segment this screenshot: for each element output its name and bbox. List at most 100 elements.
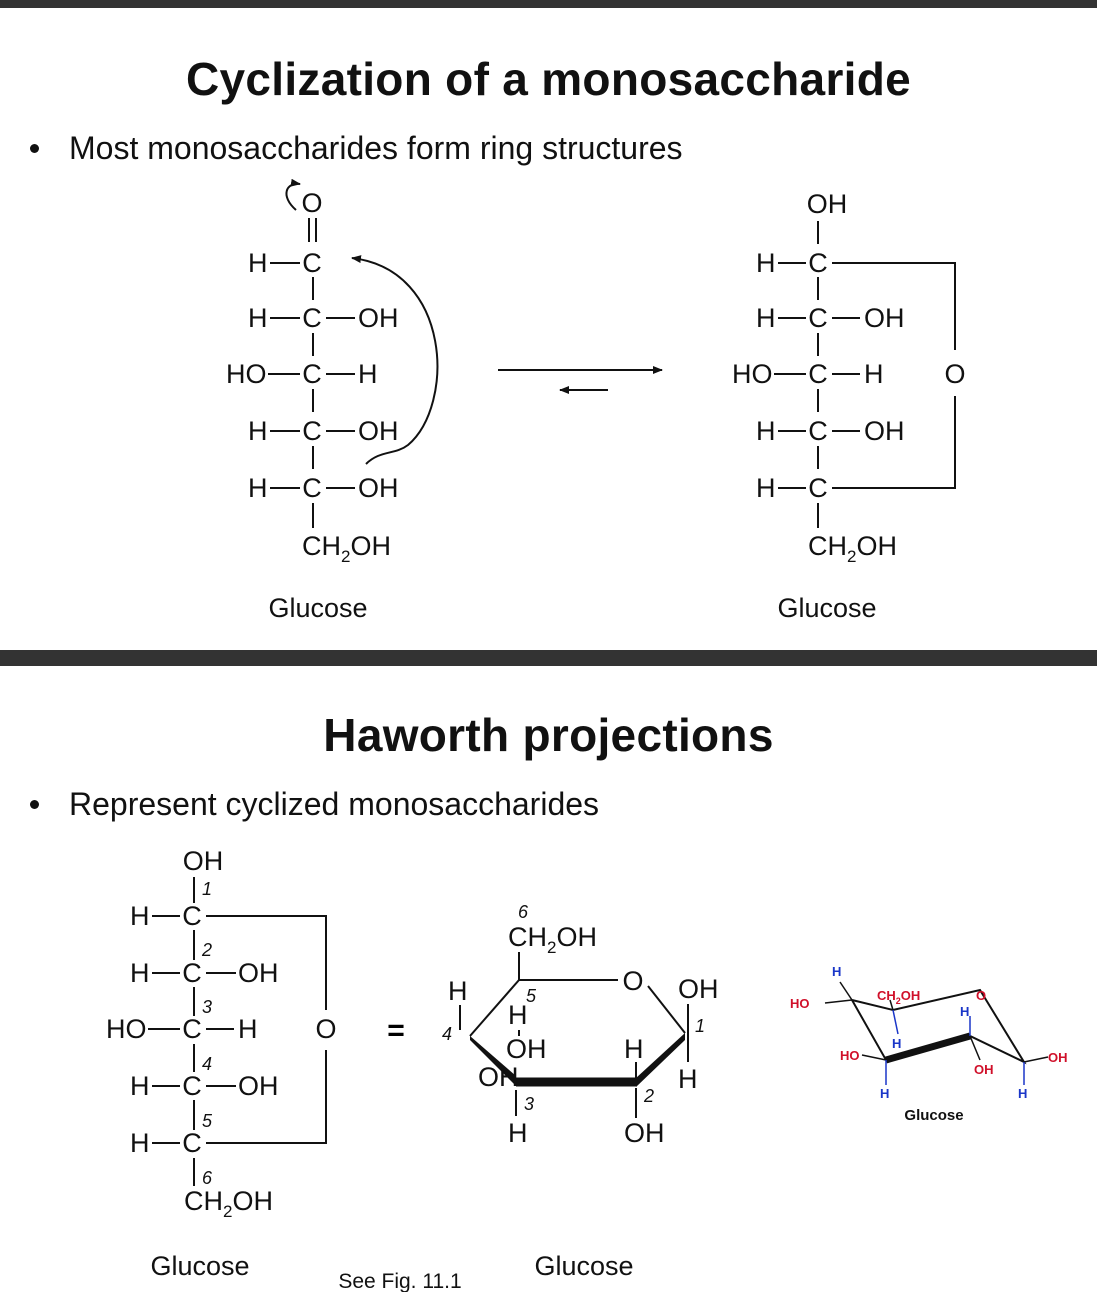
svg-text:H: H: [756, 303, 776, 333]
glucose-label-left: Glucose: [268, 593, 367, 623]
svg-text:C: C: [182, 1071, 202, 1101]
svg-text:OH: OH: [1048, 1050, 1068, 1065]
svg-text:H: H: [756, 248, 776, 278]
svg-text:OH: OH: [864, 303, 905, 333]
bullet-ring-structures: Most monosaccharides form ring structure…: [30, 130, 683, 167]
haworth-glucose: 6 CH2OH O H 5 4 H OH OH 3 H H 2 OH OH 1 …: [338, 902, 718, 1292]
svg-text:H: H: [508, 1000, 528, 1030]
svg-text:H: H: [130, 1071, 150, 1101]
svg-text:H: H: [892, 1036, 901, 1051]
svg-text:OH: OH: [506, 1034, 547, 1064]
svg-text:1: 1: [202, 879, 212, 899]
svg-text:C: C: [182, 1128, 202, 1158]
svg-text:H: H: [448, 976, 468, 1006]
svg-text:OH: OH: [238, 958, 279, 988]
svg-text:6: 6: [518, 902, 529, 922]
ring-oxygen: O: [315, 1014, 336, 1044]
svg-text:OH: OH: [478, 1062, 519, 1092]
section-divider: [0, 650, 1097, 666]
bullet-dot: [30, 800, 39, 809]
svg-text:H: H: [248, 248, 268, 278]
svg-text:C: C: [302, 359, 322, 389]
svg-text:H: H: [960, 1004, 969, 1019]
svg-text:HO: HO: [226, 359, 267, 389]
svg-text:1: 1: [695, 1016, 705, 1036]
svg-text:CH2OH: CH2OH: [184, 1186, 273, 1221]
svg-text:C: C: [182, 901, 202, 931]
svg-text:5: 5: [202, 1111, 213, 1131]
svg-text:H: H: [238, 1014, 258, 1044]
svg-text:H: H: [130, 958, 150, 988]
svg-text:C: C: [808, 248, 828, 278]
svg-text:C: C: [808, 416, 828, 446]
svg-text:OH: OH: [974, 1062, 994, 1077]
svg-text:5: 5: [526, 986, 537, 1006]
svg-text:C: C: [808, 303, 828, 333]
svg-text:H: H: [678, 1064, 698, 1094]
svg-text:CH2OH: CH2OH: [808, 531, 897, 566]
svg-text:H: H: [248, 416, 268, 446]
glucose-label-haworth: Glucose: [534, 1251, 633, 1281]
haworth-title: Haworth projections: [323, 709, 774, 761]
glucose-label-fischer: Glucose: [150, 1251, 249, 1281]
svg-text:3: 3: [524, 1094, 534, 1114]
bullet-cyclized: Represent cyclized monosaccharides: [30, 786, 599, 823]
attack-arrow: [351, 255, 439, 465]
svg-text:2: 2: [643, 1086, 654, 1106]
carbonyl-oxygen: O: [301, 188, 322, 218]
svg-text:2: 2: [201, 940, 212, 960]
svg-text:C: C: [302, 416, 322, 446]
cyclization-title: Cyclization of a monosaccharide: [185, 53, 912, 105]
svg-text:OH: OH: [183, 846, 224, 876]
svg-text:OH: OH: [864, 416, 905, 446]
svg-text:H: H: [832, 964, 841, 979]
svg-text:HO: HO: [790, 996, 810, 1011]
svg-text:OH: OH: [238, 1071, 279, 1101]
bullet-text: Most monosaccharides form ring structure…: [69, 130, 683, 166]
svg-text:OH: OH: [678, 974, 719, 1004]
svg-text:H: H: [248, 473, 268, 503]
svg-text:OH: OH: [358, 416, 399, 446]
cyclized-glucose-fischer: OH H C H C OH HO C H O H C OH H C CH2OH …: [732, 189, 966, 623]
bullet-dot: [30, 144, 39, 153]
svg-text:O: O: [976, 988, 986, 1003]
top-divider: [0, 0, 1097, 8]
svg-text:4: 4: [442, 1024, 452, 1044]
glucose-label-model: Glucose: [904, 1107, 963, 1124]
svg-text:H: H: [508, 1118, 528, 1148]
ring-oxygen: O: [944, 359, 965, 389]
svg-text:HO: HO: [840, 1048, 860, 1063]
svg-text:6: 6: [202, 1168, 213, 1188]
svg-text:H: H: [130, 901, 150, 931]
svg-text:H: H: [130, 1128, 150, 1158]
svg-text:H: H: [358, 359, 378, 389]
numbered-fischer-glucose: OH 1 H C 2 H C OH 3 HO C H O 4 H C OH 5 …: [106, 846, 337, 1281]
svg-text:4: 4: [202, 1054, 212, 1074]
svg-text:C: C: [182, 958, 202, 988]
svg-text:OH: OH: [807, 189, 848, 219]
svg-text:OH: OH: [624, 1118, 665, 1148]
svg-text:H: H: [624, 1034, 644, 1064]
svg-text:C: C: [808, 359, 828, 389]
svg-text:H: H: [1018, 1086, 1027, 1101]
svg-text:H: H: [756, 416, 776, 446]
svg-text:CH2OH: CH2OH: [877, 988, 920, 1006]
svg-text:H: H: [756, 473, 776, 503]
svg-text:OH: OH: [358, 473, 399, 503]
svg-text:H: H: [864, 359, 884, 389]
glucose-label-right: Glucose: [777, 593, 876, 623]
svg-text:C: C: [302, 248, 322, 278]
svg-text:CH2OH: CH2OH: [508, 922, 597, 957]
svg-text:H: H: [248, 303, 268, 333]
open-chain-glucose: O H C H C OH HO C H H C OH H C OH CH2OH: [226, 178, 439, 623]
svg-text:OH: OH: [358, 303, 399, 333]
svg-text:CH2OH: CH2OH: [302, 531, 391, 566]
ring-oxygen: O: [622, 966, 643, 996]
equals-sign: =: [387, 1014, 405, 1047]
svg-text:3: 3: [202, 997, 212, 1017]
figure-reference: See Fig. 11.1: [338, 1270, 461, 1292]
electron-arrow: [285, 178, 301, 211]
svg-text:C: C: [182, 1014, 202, 1044]
svg-text:H: H: [880, 1086, 889, 1101]
